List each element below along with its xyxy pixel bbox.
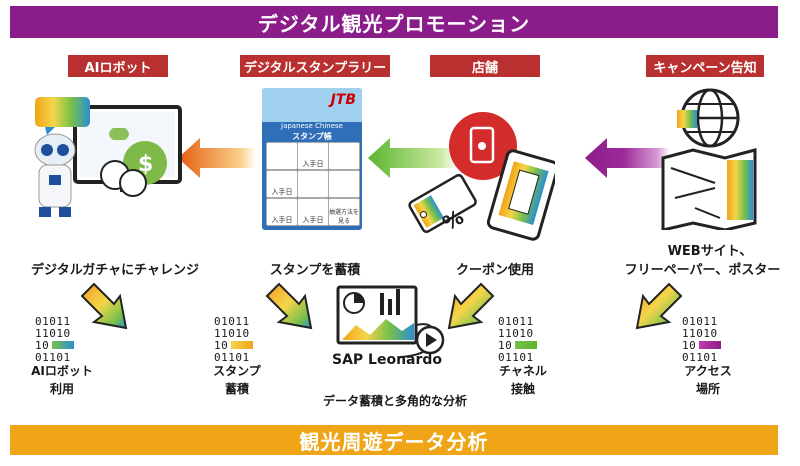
header-banner: デジタル観光プロモーション <box>10 6 778 38</box>
binary-line: 01101 <box>214 351 250 364</box>
campaign-globe-map <box>661 88 757 230</box>
stamp-cell: 入手日 <box>297 198 329 226</box>
tag-stamp-rally-label: デジタルスタンプラリー <box>243 60 387 76</box>
analytics-product: SAP Leonardo <box>332 352 443 368</box>
tag-stamp-rally: デジタルスタンプラリー <box>240 55 390 77</box>
flow-arrow-orange <box>178 138 256 178</box>
binary-line: 01101 <box>35 351 71 364</box>
caption-stamp: スタンプを蓄積 <box>269 263 361 278</box>
label-channel-contact: チャネル 接触 <box>488 362 558 398</box>
binary-block-stamp: 01011 11010 10 01101 <box>214 315 254 364</box>
tag-store-label: 店舗 <box>471 60 498 76</box>
tag-ai-robot: AIロボット <box>68 55 168 77</box>
binary-line: 01011 <box>498 315 534 328</box>
label-line: スタンプ <box>213 364 261 378</box>
footer-title: 観光周遊データ分析 <box>299 429 489 454</box>
stamp-cell: 入手日 <box>266 198 298 226</box>
label-line: チャネル <box>499 364 547 378</box>
label-line: AIロボット <box>31 364 93 378</box>
binary-line: 01011 <box>35 315 71 328</box>
label-line: 接触 <box>510 382 535 396</box>
stamp-cell <box>266 142 298 170</box>
ai-robot-illustration: $ <box>34 97 182 217</box>
label-ai-usage: AIロボット 利用 <box>22 362 102 398</box>
binary-line: 11010 <box>35 327 71 340</box>
binary-line: 10 <box>214 339 229 352</box>
stamp-cell: 入手日 <box>266 170 298 198</box>
label-line: 蓄積 <box>224 382 249 396</box>
binary-line: 11010 <box>214 327 250 340</box>
tag-campaign-label: キャンペーン告知 <box>653 60 757 76</box>
label-line: アクセス <box>684 364 732 378</box>
tag-campaign: キャンペーン告知 <box>646 55 764 77</box>
stamp-card: JTB Japanese Chinese スタンプ帳 入手日 入手日 入手日 入… <box>262 88 362 230</box>
binary-line: 01011 <box>214 315 250 328</box>
analytics-illustration <box>336 285 445 358</box>
stamp-card-brand: JTB <box>330 92 356 108</box>
binary-block-access: 01011 11010 10 01101 <box>682 315 722 364</box>
tag-ai-robot-label: AIロボット <box>84 60 152 76</box>
diag-arrow-4 <box>635 282 683 330</box>
label-line: 場所 <box>695 382 720 396</box>
binary-line: 11010 <box>682 327 718 340</box>
store-coupon-illustration <box>408 112 555 241</box>
svg-text:$: $ <box>138 152 153 177</box>
caption-web-line1: WEBサイト、 <box>667 244 753 259</box>
header-title: デジタル観光プロモーション <box>257 11 531 36</box>
flow-arrow-green <box>368 138 458 178</box>
binary-line: 10 <box>682 339 697 352</box>
binary-line: 01101 <box>682 351 718 364</box>
stamp-cell: 入手日 <box>297 142 329 170</box>
binary-line: 10 <box>498 339 513 352</box>
stamp-cell <box>328 170 360 198</box>
caption-coupon: クーポン使用 <box>455 263 534 278</box>
stamp-card-lang: Japanese Chinese <box>281 122 343 130</box>
diag-arrow-3 <box>447 282 495 330</box>
label-access-place: アクセス 場所 <box>673 362 743 398</box>
stamp-cell <box>297 170 329 198</box>
binary-line: 11010 <box>498 327 534 340</box>
caption-gacha: デジタルガチャにチャレンジ <box>30 263 200 278</box>
stamp-card-header: JTB <box>262 88 362 122</box>
footer-banner: 観光周遊データ分析 <box>10 425 778 455</box>
binary-line: 10 <box>35 339 50 352</box>
binary-block-channel: 01011 11010 10 01101 <box>498 315 538 364</box>
binary-block-ai: 01011 11010 10 01101 <box>35 315 75 364</box>
stamp-card-title: スタンプ帳 <box>292 132 332 141</box>
tag-store: 店舗 <box>430 55 540 77</box>
binary-line: 01011 <box>682 315 718 328</box>
label-stamp-accum: スタンプ 蓄積 <box>202 362 272 398</box>
diag-arrow-1 <box>80 282 128 330</box>
diag-arrow-2 <box>265 282 313 330</box>
flow-arrow-purple <box>585 138 670 178</box>
stamp-cell-lottery: 抽選方法を見る <box>328 198 360 226</box>
label-line: 利用 <box>49 382 74 396</box>
caption-web-line2: フリーペーパー、ポスター <box>624 263 781 278</box>
binary-line: 01101 <box>498 351 534 364</box>
stamp-cell <box>328 142 360 170</box>
analytics-caption: データ蓄積と多角的な分析 <box>322 394 467 408</box>
